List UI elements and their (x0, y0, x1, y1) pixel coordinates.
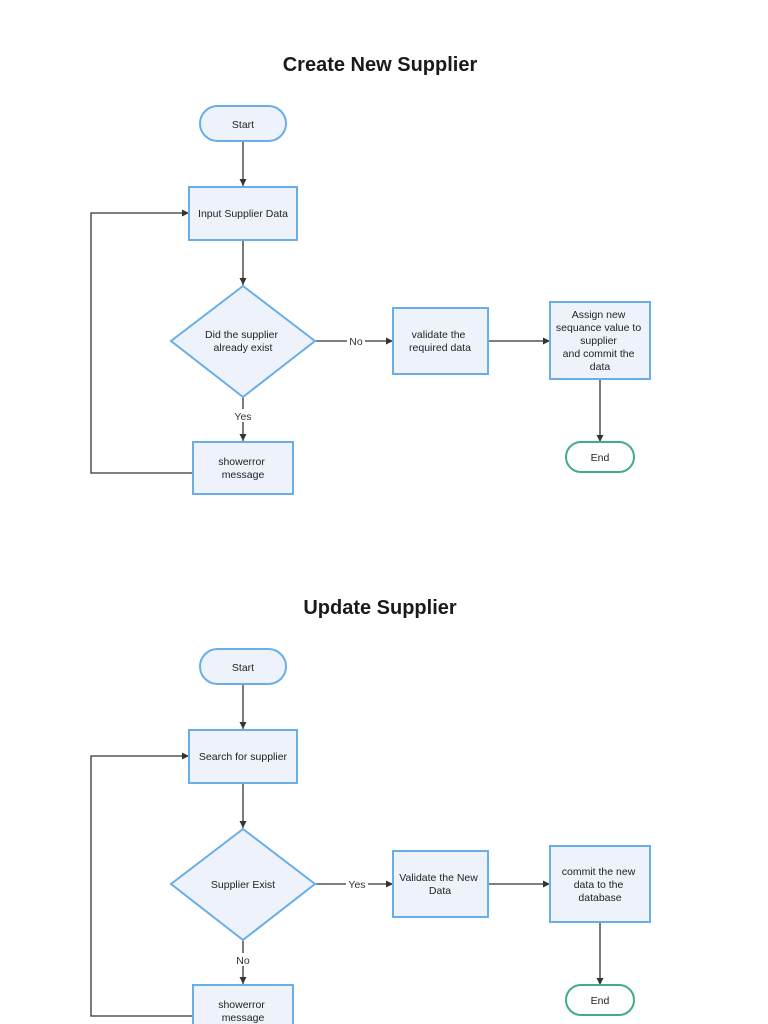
commit-line-2: sequance value to (556, 322, 641, 334)
decision-line-2: already exist (214, 342, 273, 354)
commit-line-1: commit the new (562, 866, 636, 878)
commit-line-3: database (578, 892, 621, 904)
error-node (192, 984, 294, 1024)
commit-node (549, 845, 651, 923)
decision-node (169, 284, 317, 399)
connector-error-loop (90, 209, 193, 474)
error-line-1: showerror (218, 999, 265, 1011)
flowchart-update-supplier: Update Supplier Yes No Start Search for … (90, 597, 651, 1024)
edge-label-yes: Yes (234, 411, 251, 423)
error-node (192, 441, 294, 495)
validate-node (392, 307, 489, 375)
commit-line-2: data to the (574, 879, 624, 891)
edge-label-no: No (349, 336, 363, 348)
end-label: End (591, 995, 610, 1007)
edge-label-no: No (236, 955, 250, 967)
flowchart-title: Create New Supplier (283, 54, 478, 76)
error-line-2: message (222, 469, 265, 481)
decision-label: Did the supplier already exist (205, 329, 281, 354)
validate-line-2: required data (409, 342, 471, 354)
commit-line-3: supplier (580, 335, 617, 347)
decision-label: Supplier Exist (211, 879, 275, 891)
end-label: End (591, 452, 610, 464)
decision-line-1: Did the supplier (205, 329, 278, 341)
commit-line-4: and commit the (563, 348, 635, 360)
search-supplier-node (188, 729, 298, 784)
start-label: Start (232, 662, 254, 674)
validate-line-1: Validate the New (399, 872, 478, 884)
error-label: showerror message (218, 999, 268, 1024)
start-label: Start (232, 119, 254, 131)
edge-label-yes: Yes (348, 879, 365, 891)
error-label: showerror message (218, 456, 268, 481)
connector-error-loop (90, 752, 193, 1017)
end-node (565, 984, 635, 1016)
start-node (199, 648, 287, 685)
input-supplier-data-node (188, 186, 298, 241)
commit-line-1: Assign new (572, 309, 626, 321)
flowchart-title: Update Supplier (303, 597, 457, 619)
validate-node (392, 850, 489, 918)
error-line-1: showerror (218, 456, 265, 468)
commit-label: commit the new data to the database (562, 866, 638, 904)
input-label: Input Supplier Data (198, 208, 288, 220)
end-node (565, 441, 635, 473)
start-node (199, 105, 287, 142)
decision-node (169, 827, 317, 942)
validate-line-1: validate the (412, 329, 466, 341)
commit-label: Assign new sequance value to supplier an… (556, 309, 644, 373)
search-label: Search for supplier (199, 751, 288, 763)
error-line-2: message (222, 1012, 265, 1024)
flowchart-create-new-supplier: Create New Supplier No Yes Start Input S… (90, 54, 651, 495)
commit-line-5: data (590, 361, 611, 373)
commit-node (549, 301, 651, 380)
validate-label: Validate the New Data (399, 872, 481, 897)
validate-line-2: Data (429, 885, 451, 897)
validate-label: validate the required data (409, 329, 471, 354)
